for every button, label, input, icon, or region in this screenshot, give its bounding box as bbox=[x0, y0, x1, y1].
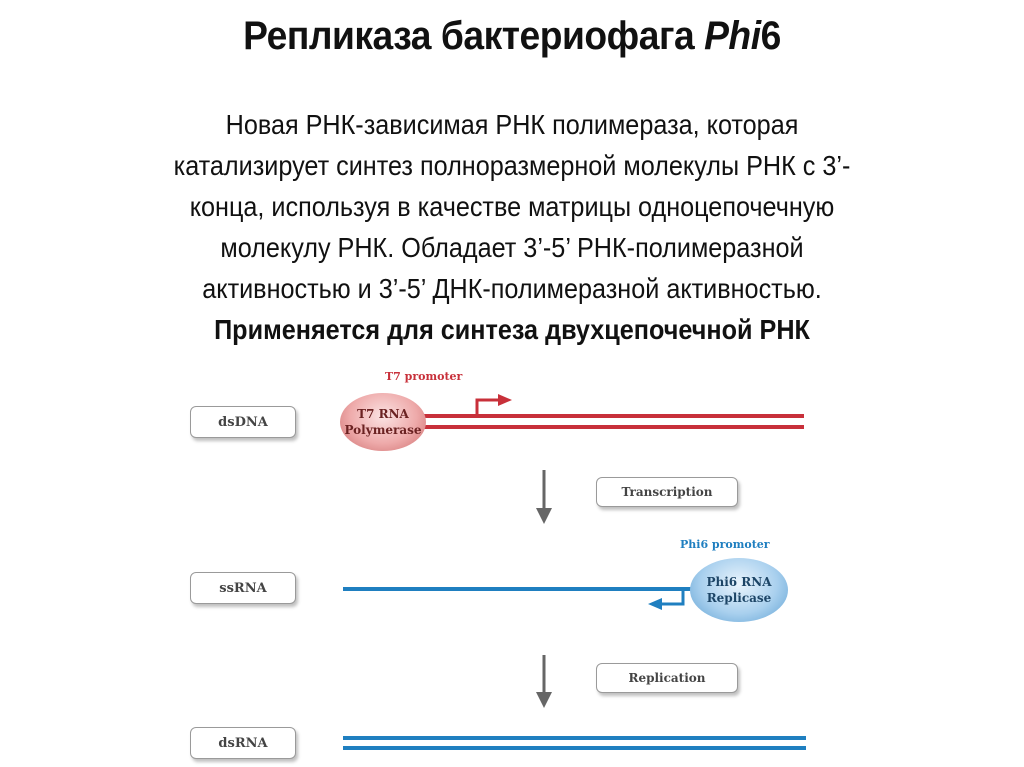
enzyme-label-line2: Polymerase bbox=[344, 423, 422, 437]
phi6-promoter-label: Phi6 promoter bbox=[680, 538, 770, 551]
title-text: Репликаза бактериофага bbox=[243, 14, 705, 58]
phi6-promoter-arrow-icon bbox=[648, 591, 685, 610]
description-line: Новая РНК-зависимая РНК полимераза, кото… bbox=[225, 109, 799, 140]
slide-title: Репликаза бактериофага Phi6 bbox=[36, 14, 988, 59]
description-line: активностью и 3’-5’ ДНК-полимеразной акт… bbox=[202, 273, 822, 304]
stage-tag-dsdna: dsDNA bbox=[190, 406, 296, 438]
stage-tag-ssrna: ssRNA bbox=[190, 572, 296, 604]
down-arrow-icon bbox=[536, 655, 552, 708]
stage-tag-dsrna: dsRNA bbox=[190, 727, 296, 759]
enzyme-label-line2: Replicase bbox=[706, 591, 772, 605]
down-arrow-icon bbox=[536, 470, 552, 524]
description-line: катализирует синтез полноразмерной молек… bbox=[173, 150, 851, 181]
description-line: конца, используя в качестве матрицы одно… bbox=[189, 191, 835, 222]
title-italic-text: Phi bbox=[704, 14, 761, 58]
t7-promoter-arrow-icon bbox=[475, 394, 512, 414]
phi6-rna-replicase: Phi6 RNA Replicase bbox=[690, 558, 788, 622]
t7-rna-polymerase: T7 RNA Polymerase bbox=[340, 393, 426, 451]
description-bold-line: Применяется для синтеза двухцепочечной Р… bbox=[214, 314, 810, 345]
t7-promoter-label: T7 promoter bbox=[385, 370, 463, 383]
enzyme-label-line1: T7 RNA bbox=[357, 407, 409, 421]
slide-description: Новая РНК-зависимая РНК полимераза, кото… bbox=[87, 104, 937, 350]
enzyme-label-line1: Phi6 RNA bbox=[706, 575, 772, 589]
description-line: молекулу РНК. Обладает 3’-5’ РНК-полимер… bbox=[220, 232, 804, 263]
step-transcription: Transcription bbox=[596, 477, 738, 507]
title-suffix-text: 6 bbox=[760, 14, 782, 58]
step-replication: Replication bbox=[596, 663, 738, 693]
